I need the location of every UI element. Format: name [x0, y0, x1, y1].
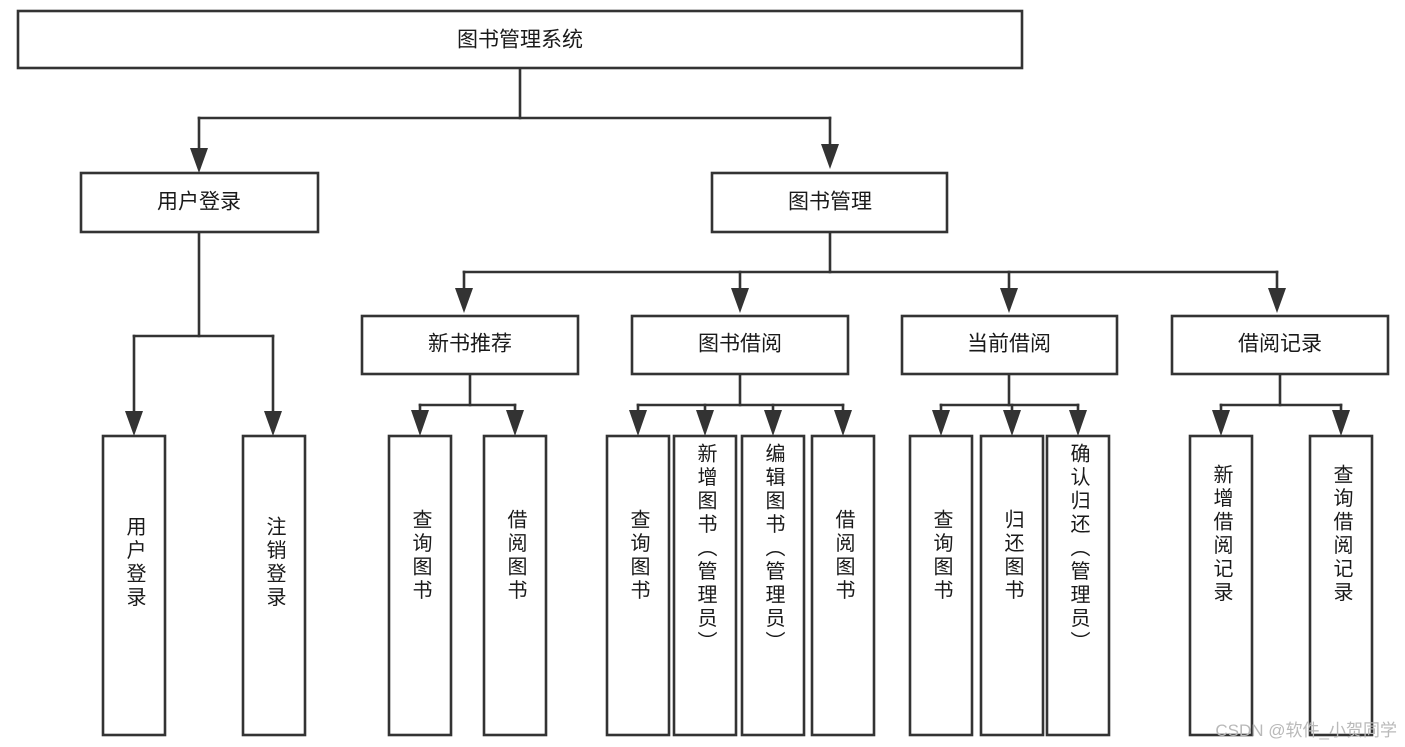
node-leaf-return-book-box[interactable]	[979, 434, 1045, 737]
node-book-borrow-label: 图书借阅	[698, 333, 782, 356]
connector-group-borrow-record	[1212, 372, 1350, 436]
node-leaf-logout-box[interactable]	[241, 434, 307, 737]
node-user-login-box[interactable]	[79, 171, 320, 234]
connector-group-current-borrow	[932, 372, 1087, 436]
connector-group-new-book-rec	[411, 372, 524, 436]
arrow-to-leaf-confirm-return	[1069, 410, 1087, 436]
arrow-to-leaf-edit-book	[764, 410, 782, 436]
node-root-box[interactable]	[16, 9, 1024, 70]
arrow-to-user-login	[190, 148, 208, 173]
node-root-label: 图书管理系统	[457, 29, 583, 52]
arrow-to-leaf-query-book-a	[411, 410, 429, 436]
node-leaf-confirm-return-box[interactable]	[1045, 434, 1111, 737]
node-leaf-add-book-box[interactable]	[672, 434, 738, 737]
arrow-to-leaf-user-login	[125, 411, 143, 436]
node-book-manage[interactable]: 图书管理	[710, 171, 949, 234]
arrow-to-leaf-borrow-book-a	[506, 410, 524, 436]
arrow-to-leaf-add-book	[696, 410, 714, 436]
node-new-book-rec[interactable]: 新书推荐	[360, 314, 580, 376]
node-user-login-label: 用户登录	[157, 191, 241, 214]
arrow-to-book-manage	[821, 144, 839, 169]
arrow-to-leaf-borrow-book-b	[834, 410, 852, 436]
node-leaf-add-record-box[interactable]	[1188, 434, 1254, 737]
node-user-login[interactable]: 用户登录	[79, 171, 320, 234]
connector-group-user-login	[125, 230, 282, 436]
node-leaf-borrow-book-a-box[interactable]	[482, 434, 548, 737]
node-leaf-query-book-c-box[interactable]	[908, 434, 974, 737]
node-book-borrow-box[interactable]	[630, 314, 850, 376]
node-leaf-query-book-a-box[interactable]	[387, 434, 453, 737]
arrow-to-leaf-logout	[264, 411, 282, 436]
arrow-to-book-borrow	[731, 288, 749, 313]
arrow-to-leaf-add-record	[1212, 410, 1230, 436]
arrow-to-leaf-return-book	[1003, 410, 1021, 436]
arrow-to-borrow-record	[1268, 288, 1286, 313]
node-current-borrow-label: 当前借阅	[967, 333, 1051, 356]
node-borrow-record-box[interactable]	[1170, 314, 1390, 376]
connector-group-root	[190, 66, 839, 173]
connector-group-book-borrow	[629, 372, 852, 436]
arrow-to-new-book-rec	[455, 288, 473, 313]
node-current-borrow[interactable]: 当前借阅	[900, 314, 1119, 376]
node-book-manage-box[interactable]	[710, 171, 949, 234]
node-borrow-record-label: 借阅记录	[1238, 333, 1322, 356]
arrow-to-current-borrow	[1000, 288, 1018, 313]
node-leaf-edit-book-box[interactable]	[740, 434, 806, 737]
arrow-to-leaf-query-book-b	[629, 410, 647, 436]
node-book-borrow[interactable]: 图书借阅	[630, 314, 850, 376]
node-current-borrow-box[interactable]	[900, 314, 1119, 376]
connector-group-book-manage	[455, 230, 1286, 313]
node-leaf-query-book-b-box[interactable]	[605, 434, 671, 737]
node-new-book-rec-box[interactable]	[360, 314, 580, 376]
arrow-to-leaf-query-record	[1332, 410, 1350, 436]
node-borrow-record[interactable]: 借阅记录	[1170, 314, 1390, 376]
node-leaf-user-login-box[interactable]	[101, 434, 167, 737]
node-leaf-borrow-book-b-box[interactable]	[810, 434, 876, 737]
node-root[interactable]: 图书管理系统	[16, 9, 1024, 70]
arrow-to-leaf-query-book-c	[932, 410, 950, 436]
node-new-book-rec-label: 新书推荐	[428, 333, 512, 356]
node-book-manage-label: 图书管理	[788, 191, 872, 214]
node-leaf-query-record-box[interactable]	[1308, 434, 1374, 737]
